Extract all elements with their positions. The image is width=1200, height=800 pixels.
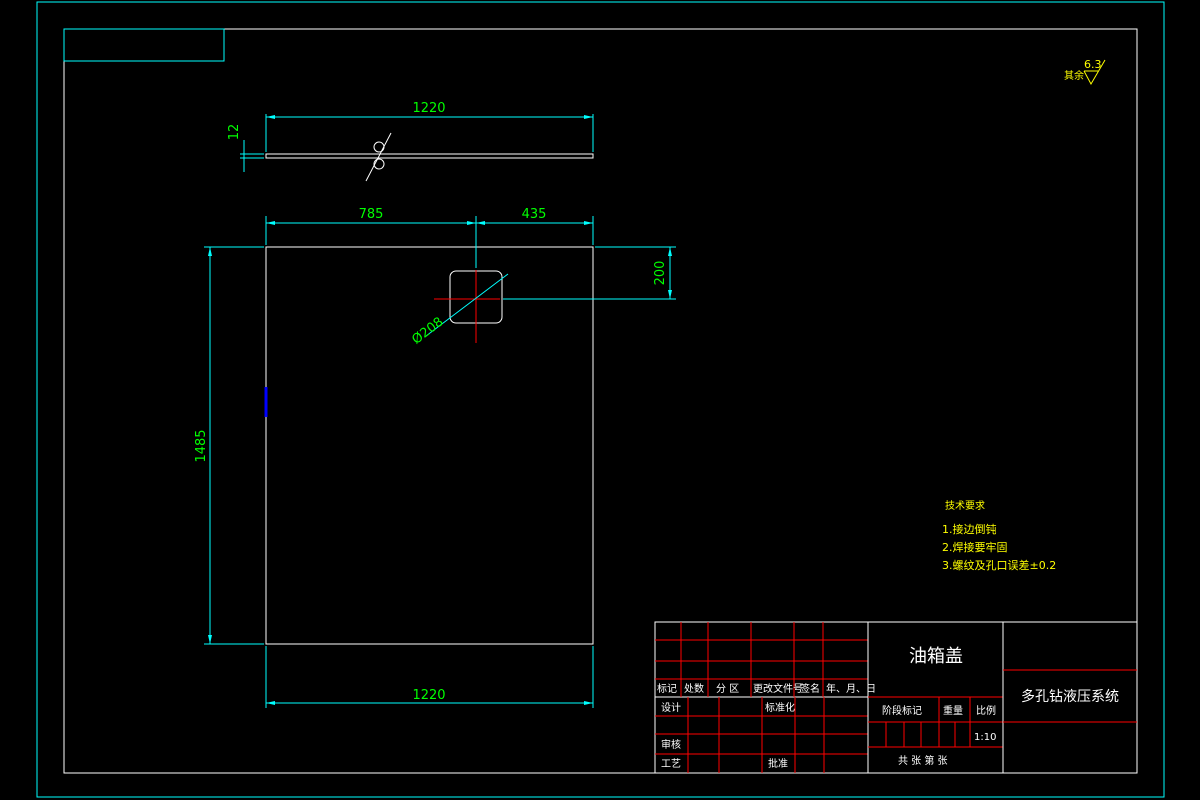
dim-side-thickness: 12 <box>227 124 242 141</box>
tb-part-name: 油箱盖 <box>909 646 963 667</box>
tb-process: 工艺 <box>661 758 681 770</box>
dim-hole-left: 785 <box>359 207 384 222</box>
dim-hole-right: 435 <box>522 207 547 222</box>
hole-symbol-lower <box>373 158 385 170</box>
tb-review: 审核 <box>661 738 681 751</box>
tb-scale-value: 1:10 <box>974 732 996 743</box>
tb-design: 设计 <box>661 701 681 714</box>
title-block-text: 标记 处数 分 区 更改文件号 签名 年、月、日 设计 标准化 审核 工艺 批准… <box>657 646 1119 770</box>
diameter-leader <box>425 273 509 337</box>
tech-req-item-3: 3.螺纹及孔口误差±0.2 <box>942 558 1056 572</box>
outer-frame <box>36 1 1165 798</box>
dim-side-length: 1220 <box>412 101 445 116</box>
inner-frame <box>63 28 1138 774</box>
hole-symbol-upper <box>373 141 385 153</box>
tb-header-doc: 更改文件号 <box>753 682 803 695</box>
plate-outline <box>265 246 594 645</box>
dim-plate-width: 1220 <box>412 688 445 703</box>
tb-sheets: 共 张 第 张 <box>898 754 948 767</box>
tb-approve: 批准 <box>768 757 788 770</box>
tb-weight: 重量 <box>943 704 963 717</box>
code-box <box>63 28 225 62</box>
tech-req-title: 技术要求 <box>945 499 985 512</box>
technical-requirements: 技术要求 1.接边倒钝 2.焊接要牢固 3.螺纹及孔口误差±0.2 <box>942 499 1056 572</box>
surface-finish-label: 其余 <box>1064 69 1084 82</box>
tb-header-mark: 标记 <box>657 683 677 695</box>
tb-scale-label: 比例 <box>976 704 996 717</box>
tb-project-name: 多孔钻液压系统 <box>1021 688 1119 705</box>
tb-standardization: 标准化 <box>765 701 795 714</box>
surface-finish-value: 6.3 <box>1084 58 1102 71</box>
tech-req-item-1: 1.接边倒钝 <box>942 522 997 536</box>
tb-header-count: 处数 <box>684 682 704 695</box>
tb-header-date: 年、月、日 <box>826 682 876 695</box>
dim-plate-height: 1485 <box>194 429 209 462</box>
dim-hole-top: 200 <box>653 261 668 286</box>
title-block <box>654 621 1138 774</box>
tb-header-sign: 签名 <box>800 682 820 695</box>
dim-hole-diameter: Ø208 <box>409 315 446 348</box>
surface-finish-icon <box>1083 59 1106 86</box>
side-view-plate <box>265 153 594 159</box>
tb-header-zone: 分 区 <box>716 683 739 695</box>
tb-stage-mark: 阶段标记 <box>882 704 922 717</box>
tech-req-item-2: 2.焊接要牢固 <box>942 540 1008 554</box>
surface-finish: 其余 6.3 <box>1064 58 1106 86</box>
side-view: 1220 12 <box>227 101 594 182</box>
front-view: Ø208 785 435 200 1485 1220 <box>194 207 676 708</box>
